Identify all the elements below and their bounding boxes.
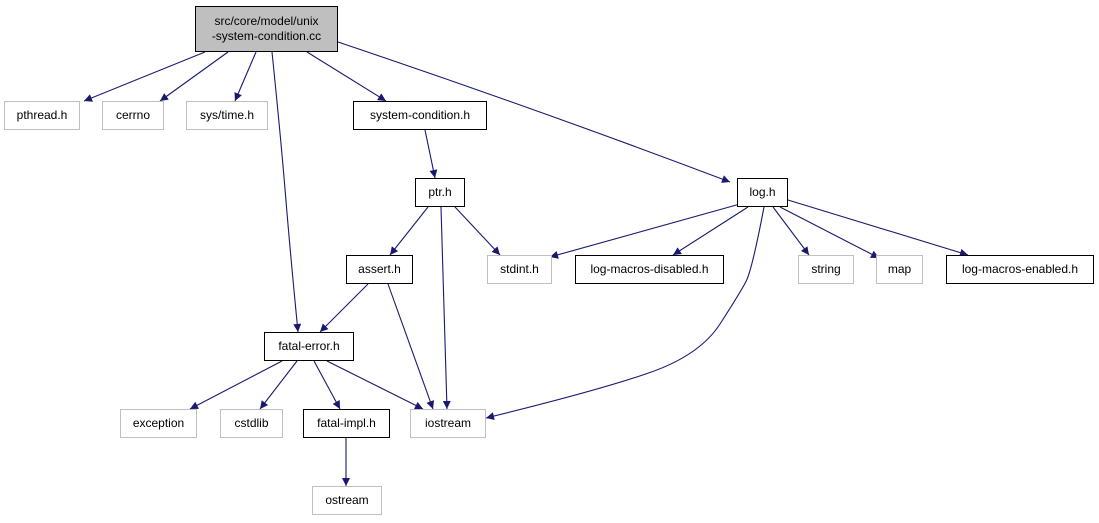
node-label: exception [132, 416, 185, 430]
node-log-macros-enabled-h[interactable]: log-macros-enabled.h [946, 255, 1094, 284]
node-label: stdint.h [500, 262, 539, 276]
node-label: map [887, 262, 912, 276]
edge-log-to-macrosen [787, 199, 969, 257]
edge-layer [83, 41, 969, 486]
node-label: cerrno [115, 108, 150, 122]
node-label: fatal-impl.h [317, 416, 376, 430]
node-fatal-error-h[interactable]: fatal-error.h [264, 332, 354, 361]
edge-root-to-syscond [306, 51, 387, 102]
edge-ptr-to-iostream [440, 206, 451, 410]
node-label: ptr.h [428, 185, 452, 199]
edge-log-to-string [772, 206, 810, 256]
edge-root-to-pthread [83, 51, 206, 102]
node-label: ostream [325, 493, 369, 507]
node-label: pthread.h [16, 108, 68, 122]
edge-root-to-systime [234, 51, 257, 102]
node-ostream[interactable]: ostream [312, 486, 382, 515]
node-label: log-macros-enabled.h [961, 262, 1079, 276]
edge-ptr-to-assert [389, 206, 429, 256]
root-label-line1: src/core/model/unix [214, 14, 319, 28]
node-cstdlib[interactable]: cstdlib [220, 409, 283, 438]
node-log-h[interactable]: log.h [737, 178, 788, 207]
node-label: log.h [749, 185, 776, 199]
node-fatal-impl-h[interactable]: fatal-impl.h [303, 409, 390, 438]
edge-ptr-to-stdint [454, 206, 501, 256]
node-iostream[interactable]: iostream [410, 409, 486, 438]
node-log-macros-disabled-h[interactable]: log-macros-disabled.h [575, 255, 724, 284]
node-ptr-h[interactable]: ptr.h [415, 178, 465, 207]
edge-log-to-map [779, 206, 880, 259]
edge-root-to-log [337, 41, 731, 183]
node-sys-time-h[interactable]: sys/time.h [186, 101, 268, 130]
edge-log-to-macrosdis [672, 206, 749, 256]
edge-fatalerror-to-exception [189, 360, 283, 410]
node-label: iostream [424, 416, 471, 430]
node-pthread-h[interactable]: pthread.h [4, 101, 80, 130]
node-label: string [811, 262, 841, 276]
node-label: system-condition.h [369, 108, 471, 122]
edge-fatalerror-to-iostream [326, 360, 424, 410]
node-label: sys/time.h [199, 108, 254, 122]
node-assert-h[interactable]: assert.h [346, 255, 413, 284]
node-system-condition-h[interactable]: system-condition.h [353, 101, 487, 130]
node-label: log-macros-disabled.h [590, 262, 709, 276]
edge-assert-to-iostream [387, 283, 435, 410]
node-cerrno[interactable]: cerrno [102, 101, 164, 130]
node-root-source-file[interactable]: src/core/model/unix -system-condition.cc [195, 6, 338, 52]
node-label: assert.h [358, 262, 401, 276]
node-stdint-h[interactable]: stdint.h [487, 255, 552, 284]
root-label-line2: -system-condition.cc [211, 29, 322, 43]
edge-assert-to-fatalerror [319, 283, 369, 333]
edge-log-to-stdint [549, 203, 741, 259]
edge-syscond-to-ptr [424, 129, 438, 179]
node-label: cstdlib [234, 416, 269, 430]
edge-fatalerror-to-cstdlib [259, 360, 298, 410]
node-map[interactable]: map [876, 255, 923, 284]
edge-fatalerror-to-fatalimpl [313, 360, 341, 410]
node-exception[interactable]: exception [120, 409, 197, 438]
node-string[interactable]: string [798, 255, 854, 284]
edge-root-to-cerrno [159, 51, 229, 102]
edge-root-to-fatalerror [271, 51, 302, 333]
node-label: fatal-error.h [278, 339, 340, 353]
edge-log-to-iostream [485, 206, 765, 420]
